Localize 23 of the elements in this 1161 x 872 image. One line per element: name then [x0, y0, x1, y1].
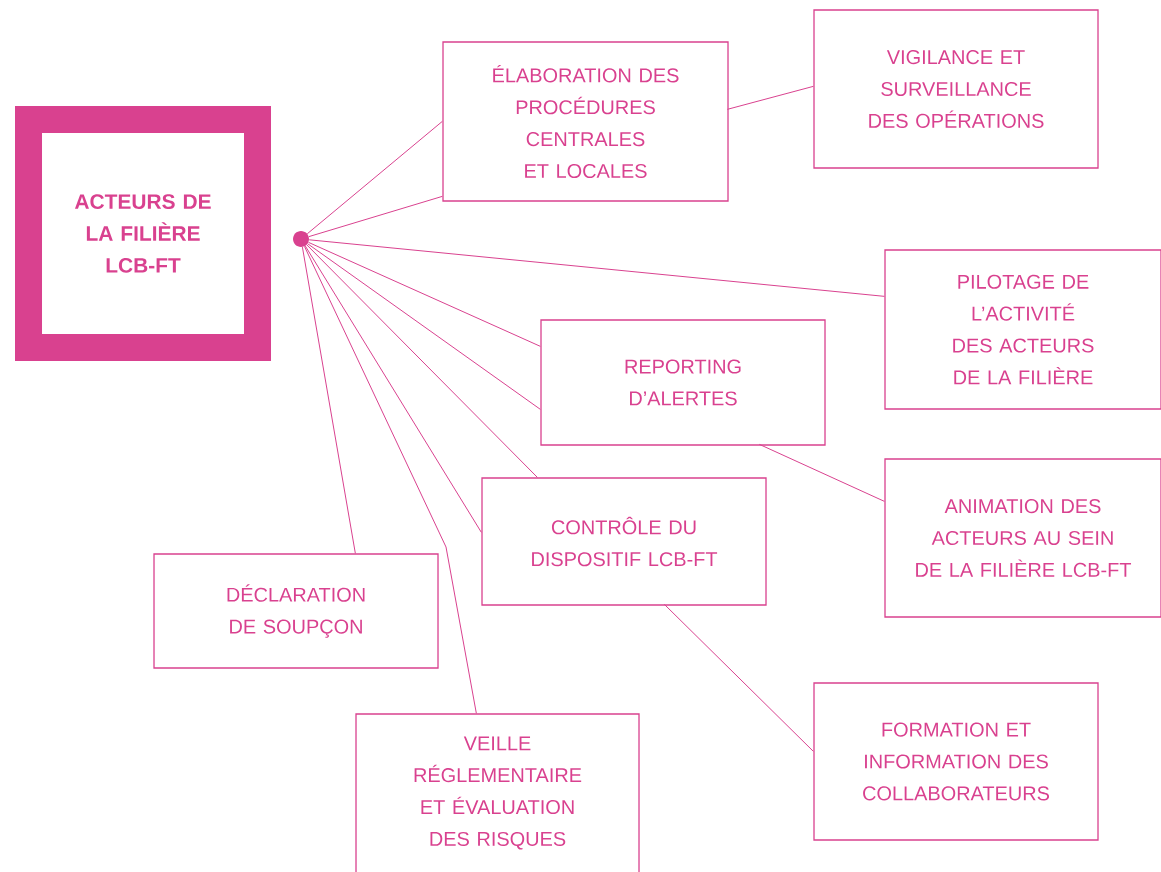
process-box: DÉCLARATION DE SOUPÇON — [153, 553, 439, 669]
connector-line — [758, 443, 885, 502]
process-box: ÉLABORATION DES PROCÉDURES CENTRALES ET LOCALES — [442, 41, 729, 202]
connector-line — [306, 120, 443, 235]
connector-line — [308, 239, 885, 297]
connector-line — [308, 195, 443, 238]
process-box: ANIMATION DES ACTEURS AU SEIN DE LA FILIÈRE LCB-FT — [884, 458, 1161, 618]
title-box: ACTEURS DE LA FILIÈRE LCB-FT — [15, 106, 271, 361]
connector-line — [307, 243, 541, 410]
connector-line — [308, 241, 541, 347]
connector-line — [726, 85, 814, 110]
junction-dot — [293, 231, 309, 247]
connector-line — [663, 603, 814, 752]
process-box: FORMATION ET INFORMATION DES COLLABORATEURS — [813, 682, 1099, 841]
connector-line — [301, 246, 356, 554]
process-box: VEILLE RÉGLEMENTAIRE ET ÉVALUATION DES RISQUES — [355, 713, 640, 872]
connector-line — [304, 245, 477, 714]
connector-line — [304, 245, 482, 533]
process-box: VIGILANCE ET SURVEILLANCE DES OPÉRATIONS — [813, 9, 1099, 169]
connector-line — [306, 244, 538, 478]
process-box: REPORTING D’ALERTES — [540, 319, 826, 446]
process-box: CONTRÔLE DU DISPOSITIF LCB-FT — [481, 477, 767, 606]
process-box: PILOTAGE DE L’ACTIVITÉ DES ACTEURS DE LA FILIÈRE — [884, 249, 1161, 410]
